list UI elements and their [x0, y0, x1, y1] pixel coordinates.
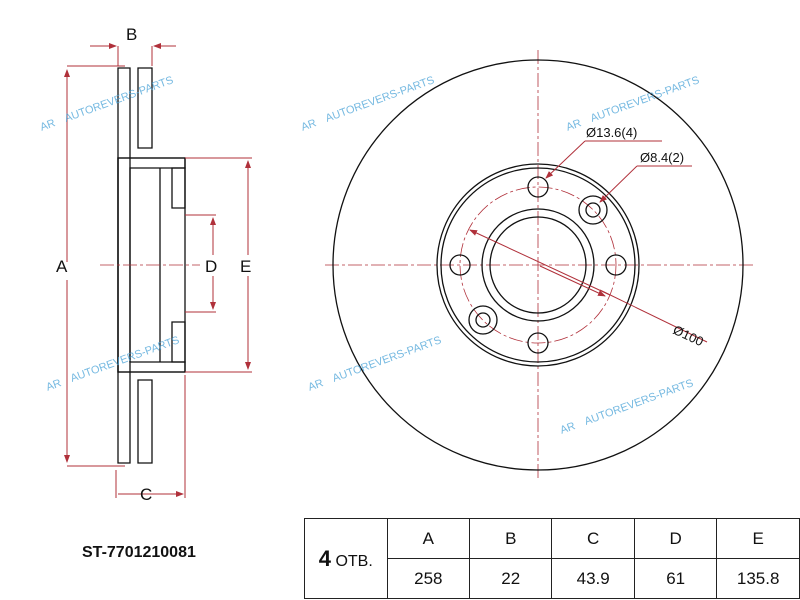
header-d: D [633, 518, 718, 559]
value-e: 135.8 [716, 558, 800, 599]
part-number: ST-7701210081 [82, 544, 196, 561]
hub-outer-edge [436, 163, 640, 367]
bolt-holes [449, 176, 627, 354]
watermark-text: AUTOREVERS-PARTS [69, 334, 181, 385]
dimension-table: 4 ОТВ. A B C D E 258 22 43.9 61 135.8 [304, 518, 800, 599]
watermark-logo: AR [38, 117, 57, 134]
small-hole-callout: Ø8.4(2) [640, 150, 684, 165]
watermark-text: AUTOREVERS-PARTS [583, 377, 695, 428]
disc-outer-friction-ring [117, 67, 131, 464]
dimension-label-c: C [140, 485, 152, 504]
holes-count: 4 [318, 545, 331, 571]
header-b: B [469, 518, 553, 559]
front-view: Ø13.6(4) Ø8.4(2) Ø100 [325, 50, 755, 480]
watermark-logo: AR [558, 420, 577, 437]
pcd-circle [459, 186, 617, 344]
header-a: A [386, 518, 471, 559]
holes-count-cell: 4 ОТВ. [304, 518, 388, 599]
value-c: 43.9 [551, 558, 635, 599]
side-view: A B C D E [56, 25, 252, 504]
hat-wall [117, 157, 186, 373]
value-d: 61 [633, 558, 718, 599]
header-e: E [716, 518, 800, 559]
center-bore [481, 208, 595, 322]
disc-outer-edge [332, 59, 744, 471]
header-c: C [551, 518, 635, 559]
bolt-hole-callout: Ø13.6(4) [586, 125, 637, 140]
holes-label: ОТВ. [335, 552, 373, 570]
watermark-logo: AR [306, 377, 325, 394]
disc-inner-friction-ring [137, 67, 153, 464]
dimension-label-b: B [126, 25, 137, 44]
small-holes [468, 195, 608, 335]
watermark-text: AUTOREVERS-PARTS [63, 74, 175, 125]
watermark-logo: AR [44, 377, 63, 394]
watermark-logo: AR [564, 117, 583, 134]
value-b: 22 [469, 558, 553, 599]
watermark-text: AUTOREVERS-PARTS [324, 74, 436, 125]
dimension-label-a: A [56, 257, 68, 276]
watermark-text: AUTOREVERS-PARTS [589, 74, 701, 125]
watermark-logo: AR [299, 117, 318, 134]
dimension-label-d: D [205, 257, 217, 276]
pcd-callout: Ø100 [671, 322, 706, 349]
value-a: 258 [386, 558, 471, 599]
dimension-label-e: E [240, 257, 251, 276]
